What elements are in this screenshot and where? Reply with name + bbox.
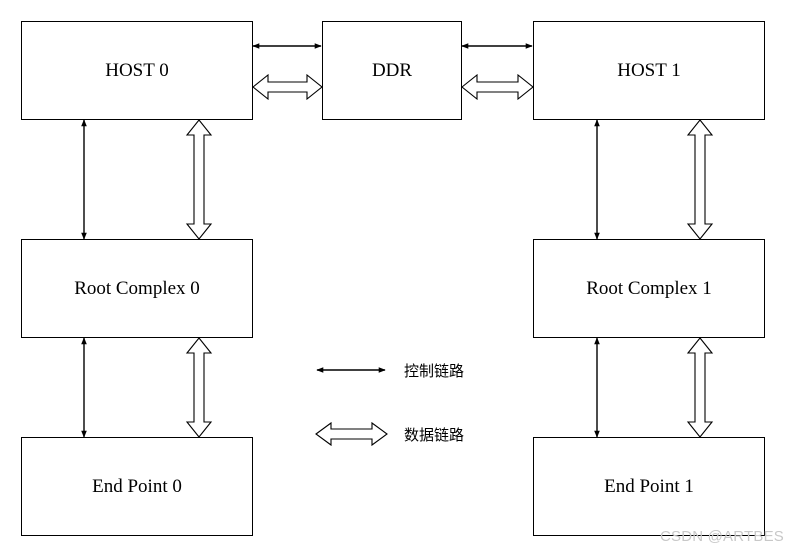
root-complex-0-box: Root Complex 0 <box>21 239 253 338</box>
data-link-rc1-ep1 <box>686 337 714 438</box>
legend-data-link-symbol <box>315 421 388 447</box>
data-link-host0-ddr <box>252 73 323 101</box>
end-point-0-box: End Point 0 <box>21 437 253 536</box>
host-1-box: HOST 1 <box>533 21 765 120</box>
root-complex-1-box: Root Complex 1 <box>533 239 765 338</box>
data-link-host0-rc0 <box>185 119 213 240</box>
root-complex-1-label: Root Complex 1 <box>586 277 712 299</box>
end-point-1-box: End Point 1 <box>533 437 765 536</box>
end-point-0-label: End Point 0 <box>92 475 182 497</box>
data-link-host1-rc1 <box>686 119 714 240</box>
end-point-1-label: End Point 1 <box>604 475 694 497</box>
root-complex-0-label: Root Complex 0 <box>74 277 200 299</box>
host-0-label: HOST 0 <box>105 59 169 81</box>
data-link-ddr-host1 <box>461 73 534 101</box>
host-0-box: HOST 0 <box>21 21 253 120</box>
ddr-box: DDR <box>322 21 462 120</box>
legend-data-link-label: 数据链路 <box>404 426 465 444</box>
watermark-text: CSDN @ARTBES <box>659 528 784 545</box>
host-1-label: HOST 1 <box>617 59 681 81</box>
ddr-label: DDR <box>371 59 413 81</box>
data-link-rc0-ep0 <box>185 337 213 438</box>
legend-control-link-label: 控制链路 <box>404 362 465 380</box>
